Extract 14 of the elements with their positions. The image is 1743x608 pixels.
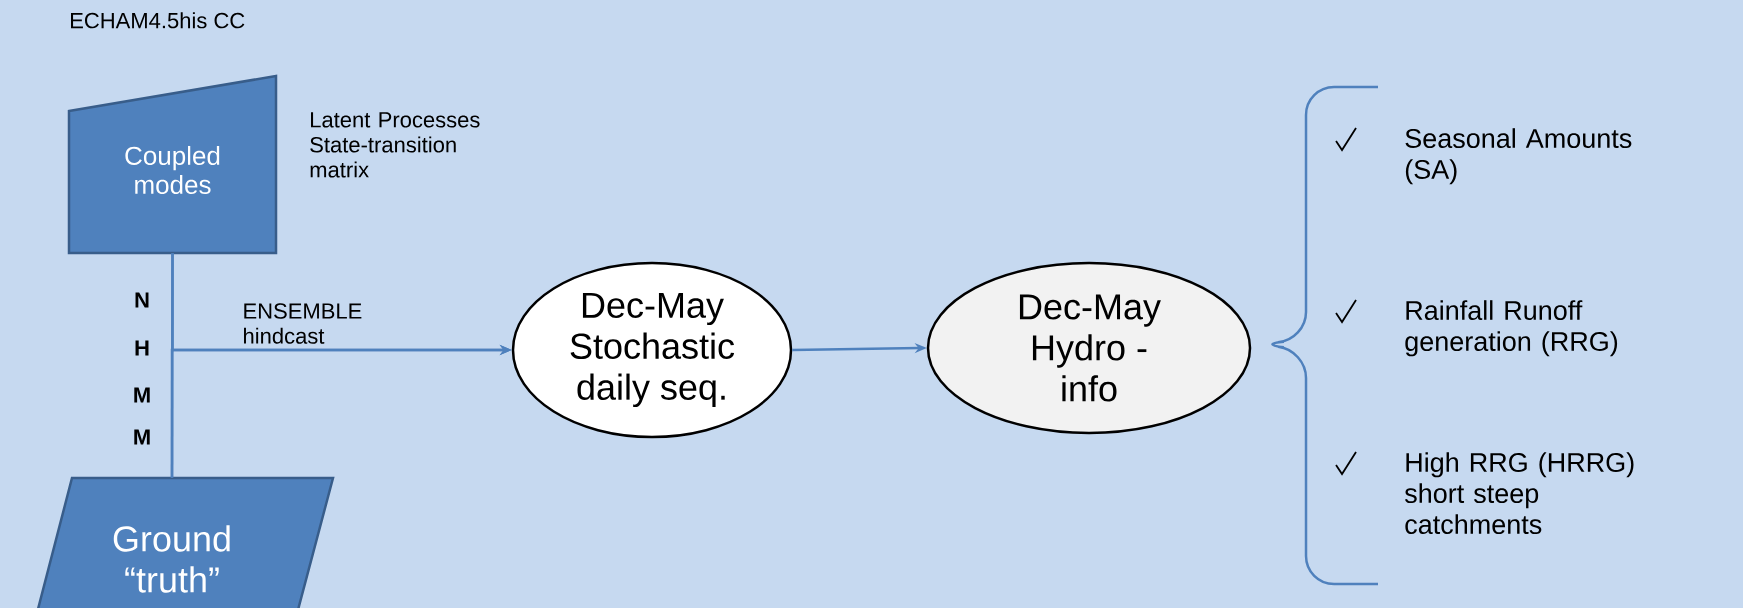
edge-label: ENSEMBLE hindcast	[244, 303, 362, 344]
trapezoid-box: Coupled modes	[67, 74, 278, 255]
note-text: Latent Processes State-transition matrix	[310, 112, 480, 178]
letter: N	[135, 292, 149, 308]
list-item: Seasonal Amounts (SA)	[1405, 128, 1632, 185]
list-item: Rainfall Runoff generation (RRG)	[1405, 300, 1618, 357]
ellipse-node: Dec-May Stochastic daily seq.	[511, 261, 793, 439]
ellipse-node: Dec-May Hydro - info	[926, 261, 1252, 435]
title: ECHAM4.5his CC	[71, 12, 245, 29]
parallelogram-box: Ground “truth”	[28, 476, 335, 608]
letter: H	[135, 340, 149, 356]
letter: M	[134, 429, 150, 445]
list-item: High RRG (HRRG) short steep catchments	[1404, 452, 1634, 535]
letter: M	[134, 387, 150, 403]
